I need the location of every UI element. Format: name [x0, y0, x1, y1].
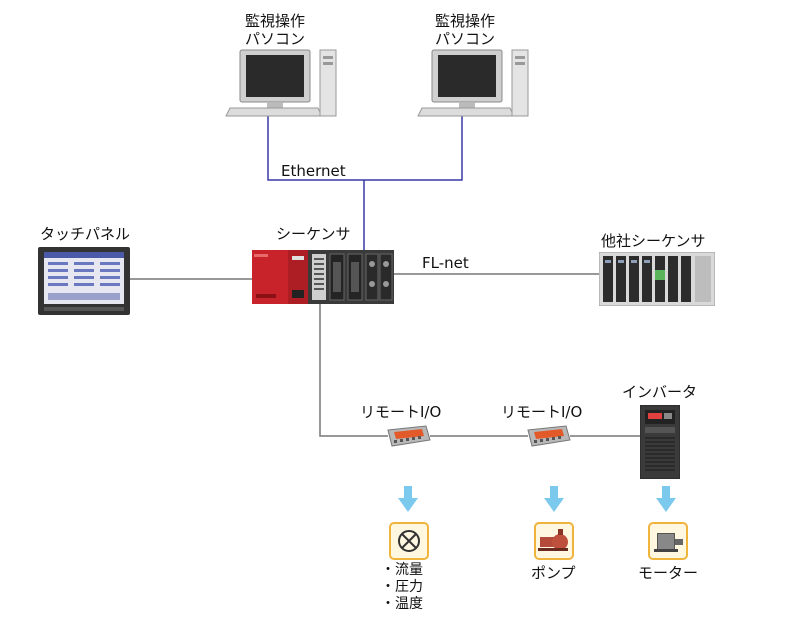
sequencer-label: シーケンサ: [276, 225, 351, 243]
sensor-item-temperature: ・温度: [381, 596, 423, 612]
arrow-down-icon: [656, 486, 676, 512]
remote-io-1-label: リモートI/O: [360, 403, 442, 421]
inverter-label: インバータ: [622, 383, 698, 401]
sensor-item-pressure: ・圧力: [381, 579, 423, 595]
ethernet-label: Ethernet: [281, 162, 346, 180]
ethernet-bus: [267, 113, 463, 181]
ethernet-lines: [267, 113, 463, 252]
pc-left-label-line1: 監視操作: [244, 12, 305, 30]
touch-panel-icon: [38, 247, 130, 315]
inverter-icon: [640, 405, 680, 479]
pc-right-icon: [417, 49, 529, 117]
flnet-label: FL-net: [422, 254, 469, 272]
remote-io-2-label: リモートI/O: [501, 403, 583, 421]
pc-right-label: 監視操作 パソコン: [425, 12, 505, 48]
pc-left-label: 監視操作 パソコン: [235, 12, 315, 48]
pump-label: ポンプ: [531, 564, 576, 582]
pc-right-label-line2: パソコン: [434, 30, 495, 48]
pc-right-label-line1: 監視操作: [434, 12, 495, 30]
remote-io-1-icon: [387, 425, 431, 447]
pc-left-label-line2: パソコン: [244, 30, 305, 48]
pump-icon: [534, 522, 574, 560]
remote-bus-1: [319, 300, 388, 437]
other-sequencer-icon: [599, 252, 715, 306]
remote-io-2-icon: [527, 425, 571, 447]
touch-panel-label: タッチパネル: [40, 225, 131, 243]
sensor-icon: [389, 522, 429, 560]
pc-left-icon: [225, 49, 337, 117]
motor-label: モーター: [638, 564, 699, 582]
sensor-items: ・流量 ・圧力 ・温度: [381, 562, 423, 613]
sequencer-icon: [252, 250, 394, 304]
motor-icon: [648, 522, 688, 560]
arrow-down-icon: [398, 486, 418, 512]
sensor-item-flow: ・流量: [381, 562, 423, 578]
other-sequencer-label: 他社シーケンサ: [601, 232, 706, 250]
arrow-down-icon: [544, 486, 564, 512]
field-lines: [128, 273, 640, 437]
